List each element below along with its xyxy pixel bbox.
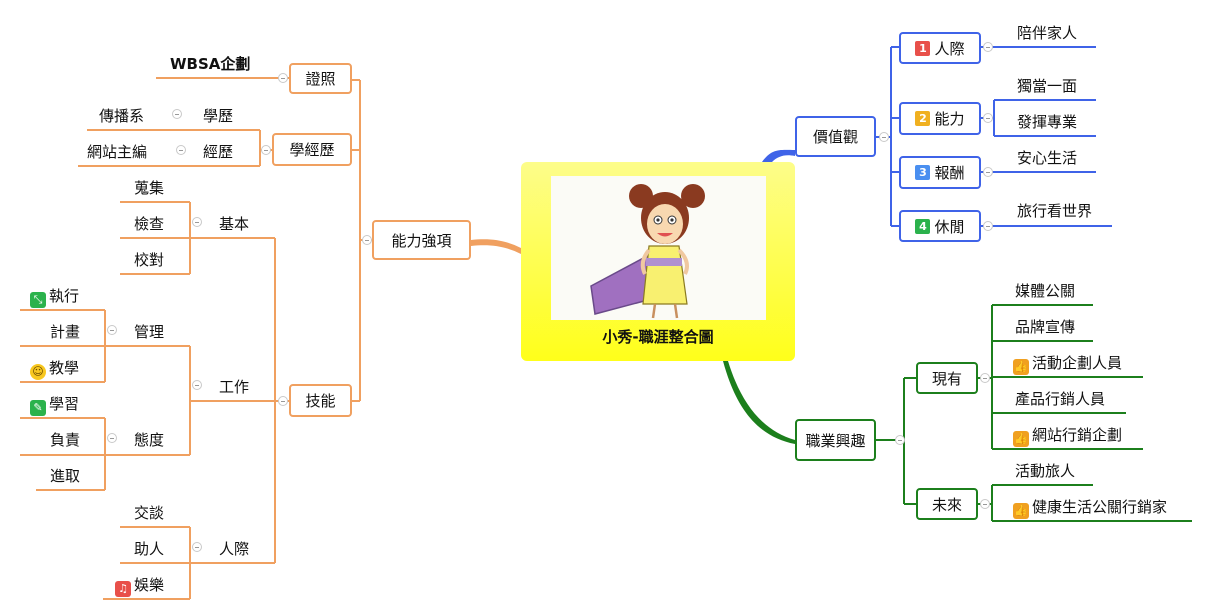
- manage-item[interactable]: ☺教學: [30, 359, 79, 380]
- collapse-toggle[interactable]: [278, 396, 288, 406]
- interpersonal-item[interactable]: 助人: [134, 540, 165, 558]
- collapse-toggle[interactable]: [983, 221, 993, 231]
- collapse-toggle[interactable]: [983, 167, 993, 177]
- collapse-toggle[interactable]: [192, 217, 202, 227]
- attitude-node[interactable]: 態度: [134, 431, 165, 449]
- career-item[interactable]: 活動旅人: [1015, 462, 1076, 480]
- experience-node[interactable]: 經歷: [203, 143, 234, 161]
- basic-item[interactable]: 檢查: [134, 215, 165, 233]
- topic-cert[interactable]: 證照: [289, 63, 352, 94]
- career-future[interactable]: 未來: [916, 488, 978, 520]
- attitude-item[interactable]: 負責: [50, 431, 81, 449]
- collapse-toggle[interactable]: [895, 435, 905, 445]
- basic-node[interactable]: 基本: [219, 215, 250, 233]
- experience-item[interactable]: 網站主編: [87, 143, 148, 161]
- central-topic[interactable]: 小秀-職涯整合圖: [521, 162, 795, 361]
- collapse-toggle[interactable]: [172, 109, 182, 119]
- arrow-expand-icon: ⤡: [30, 292, 46, 308]
- value-child[interactable]: 安心生活: [1017, 149, 1078, 167]
- basic-item[interactable]: 校對: [134, 251, 165, 269]
- cert-item[interactable]: WBSA企劃: [170, 55, 251, 73]
- cartoon-girl-image: [551, 176, 766, 320]
- topic-background[interactable]: 學經歷: [272, 133, 352, 166]
- collapse-toggle[interactable]: [192, 542, 202, 552]
- topic-ability[interactable]: 能力強項: [372, 220, 471, 260]
- collapse-toggle[interactable]: [107, 433, 117, 443]
- central-title: 小秀-職涯整合圖: [602, 328, 714, 346]
- career-item[interactable]: 產品行銷人員: [1015, 390, 1106, 408]
- career-current[interactable]: 現有: [916, 362, 978, 394]
- interpersonal-item[interactable]: 交談: [134, 504, 165, 522]
- value-child[interactable]: 發揮專業: [1017, 113, 1078, 131]
- thumbs-up-icon: 👍: [1013, 359, 1029, 375]
- collapse-toggle[interactable]: [879, 132, 889, 142]
- manage-item[interactable]: 計畫: [50, 323, 81, 341]
- collapse-toggle[interactable]: [278, 73, 288, 83]
- value-child[interactable]: 旅行看世界: [1017, 202, 1093, 220]
- career-item[interactable]: 👍活動企劃人員: [1013, 354, 1123, 375]
- manage-node[interactable]: 管理: [134, 323, 165, 341]
- value-child[interactable]: 獨當一面: [1017, 77, 1078, 95]
- collapse-toggle[interactable]: [983, 42, 993, 52]
- career-item[interactable]: 媒體公關: [1015, 282, 1076, 300]
- collapse-toggle[interactable]: [192, 380, 202, 390]
- pencil-icon: ✎: [30, 400, 46, 416]
- priority-1-icon: 1: [915, 40, 931, 56]
- attitude-item[interactable]: 進取: [50, 467, 81, 485]
- collapse-toggle[interactable]: [980, 499, 990, 509]
- collapse-toggle[interactable]: [107, 325, 117, 335]
- priority-3-icon: 3: [915, 165, 931, 180]
- career-item[interactable]: 👍網站行銷企劃: [1013, 426, 1123, 447]
- attitude-item[interactable]: ✎學習: [30, 395, 79, 416]
- collapse-toggle[interactable]: [261, 145, 271, 155]
- work-node[interactable]: 工作: [219, 378, 250, 396]
- collapse-toggle[interactable]: [362, 235, 372, 245]
- value-child[interactable]: 陪伴家人: [1017, 24, 1078, 42]
- thumbs-up-icon: 👍: [1013, 431, 1029, 447]
- collapse-toggle[interactable]: [983, 113, 993, 123]
- education-item[interactable]: 傳播系: [99, 107, 145, 125]
- career-item[interactable]: 品牌宣傳: [1015, 318, 1076, 336]
- interpersonal-item[interactable]: ♫娛樂: [115, 576, 164, 597]
- smiley-icon: ☺: [30, 364, 46, 380]
- collapse-toggle[interactable]: [176, 145, 186, 155]
- music-note-icon: ♫: [115, 581, 131, 597]
- topic-values[interactable]: 價值觀: [795, 116, 876, 157]
- priority-4-icon: 4: [915, 218, 931, 234]
- collapse-toggle[interactable]: [980, 373, 990, 383]
- education-node[interactable]: 學歷: [203, 107, 234, 125]
- thumbs-up-icon: 👍: [1013, 503, 1029, 519]
- priority-2-icon: 2: [915, 111, 931, 126]
- career-item[interactable]: 👍健康生活公關行銷家: [1013, 498, 1168, 519]
- topic-skills[interactable]: 技能: [289, 384, 352, 417]
- basic-item[interactable]: 蒐集: [134, 179, 165, 197]
- topic-career[interactable]: 職業興趣: [795, 419, 876, 461]
- manage-item[interactable]: ⤡執行: [30, 287, 79, 308]
- interpersonal-node[interactable]: 人際: [219, 540, 250, 558]
